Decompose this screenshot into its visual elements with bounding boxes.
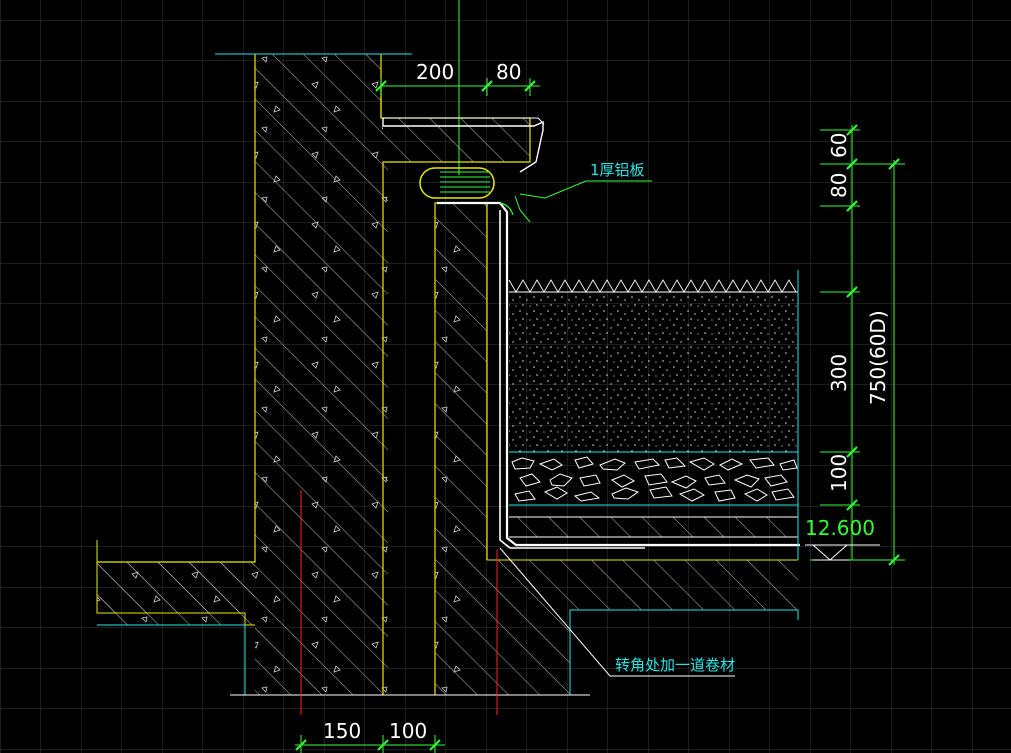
planting-layers [508,270,799,560]
label-corner-membrane: 转角处加一道卷材 [615,656,735,674]
inner-parapet-wall [434,202,488,695]
dim-bottom-100: 100 [389,719,427,743]
dim-top-200: 200 [416,60,454,84]
elevation-label: 12.600 [805,516,875,540]
dim-right-100: 100 [827,454,851,492]
corner-membrane-leader [499,547,735,677]
waterproof-membrane [437,201,800,549]
sealant-rod [419,167,495,199]
dim-right-300: 300 [827,354,851,392]
aluminum-plate-leader [514,180,652,223]
top-dimensions [375,78,540,96]
dim-right-60: 60 [827,133,851,158]
dim-top-80: 80 [496,60,521,84]
bottom-dimensions [295,735,445,753]
label-aluminum-plate: 1厚铝板 [590,161,645,179]
dim-bottom-150: 150 [323,719,361,743]
dim-right-80: 80 [827,173,851,198]
right-dimensions [810,124,905,566]
roof-slab [96,540,799,696]
elevation-triangle-icon [805,544,880,561]
dim-right-750: 750(60D) [866,310,890,405]
